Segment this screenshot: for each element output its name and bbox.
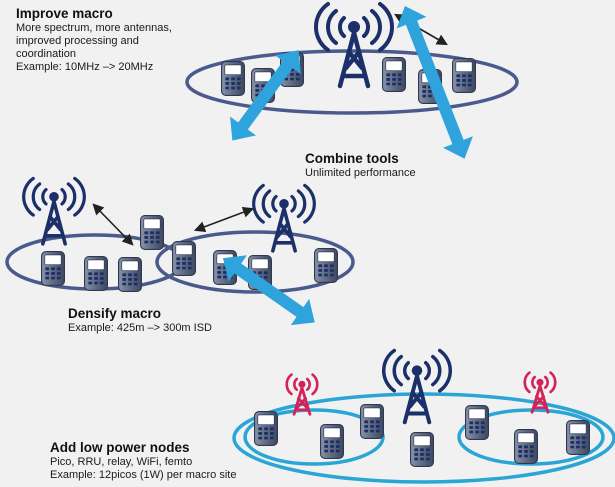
combine-tools-label: Combine tools Unlimited performance: [305, 151, 416, 180]
mobile-phone-icon: [452, 58, 476, 93]
densify-macro-example: Example: 425m –> 300m ISD: [68, 322, 212, 334]
mobile-phone-icon: [514, 429, 538, 464]
link-arrow: [193, 206, 255, 233]
low-power-nodes-cluster: [232, 348, 615, 484]
mobile-phone-icon: [314, 248, 338, 283]
mobile-phone-icon: [41, 251, 65, 286]
mobile-phone-icon: [566, 420, 590, 455]
improve-macro-cluster: [185, 4, 519, 115]
transition-arrow: [230, 50, 301, 141]
low-power-nodes-example: Example: 12picos (1W) per macro site: [50, 469, 237, 481]
densify-macro-title: Densify macro: [68, 306, 162, 321]
mobile-phone-icon: [382, 57, 406, 92]
mobile-phone-icon: [410, 432, 434, 467]
mobile-phone-icon: [221, 61, 245, 96]
improve-macro-label: Improve macro More spectrum, more antenn…: [16, 6, 172, 74]
macro-tower-icon: [381, 348, 453, 425]
combine-tools-subtitle: Unlimited performance: [305, 167, 416, 179]
low-power-nodes-label: Add low power nodes Pico, RRU, relay, Wi…: [50, 440, 236, 482]
link-arrow: [92, 203, 134, 246]
macro-tower-icon: [251, 183, 317, 253]
mobile-phone-icon: [172, 241, 196, 276]
low-power-cell-ellipse: [232, 392, 615, 484]
densify-macro-label: Densify macro Example: 425m –> 300m ISD: [68, 306, 212, 335]
improve-macro-title: Improve macro: [16, 6, 113, 21]
mobile-phone-icon: [118, 257, 142, 292]
macro-cell-ellipse: [185, 49, 519, 115]
transition-arrow: [396, 5, 473, 159]
densify-macro-cluster: [5, 176, 355, 294]
macro-cell-ellipse: [155, 230, 355, 294]
mobile-phone-icon: [254, 411, 278, 446]
mobile-phone-icon: [84, 256, 108, 291]
low-power-nodes-title: Add low power nodes: [50, 440, 190, 455]
mobile-phone-icon: [140, 215, 164, 250]
transition-arrow: [222, 255, 315, 326]
improve-macro-example: Example: 10MHz –> 20MHz: [16, 61, 154, 73]
pico-cell-ellipse: [457, 408, 605, 466]
low-power-nodes-line-1: Pico, RRU, relay, WiFi, femto: [50, 456, 193, 468]
mobile-phone-icon: [320, 424, 344, 459]
macro-tower-icon: [316, 4, 392, 86]
mobile-phone-icon: [360, 404, 384, 439]
mobile-phone-icon: [465, 405, 489, 440]
improve-macro-line-2: improved processing and: [16, 35, 139, 47]
improve-macro-line-1: More spectrum, more antennas,: [16, 22, 172, 34]
combine-tools-title: Combine tools: [305, 151, 399, 166]
transition-arrows: [222, 5, 473, 326]
improve-macro-line-3: coordination: [16, 48, 76, 60]
